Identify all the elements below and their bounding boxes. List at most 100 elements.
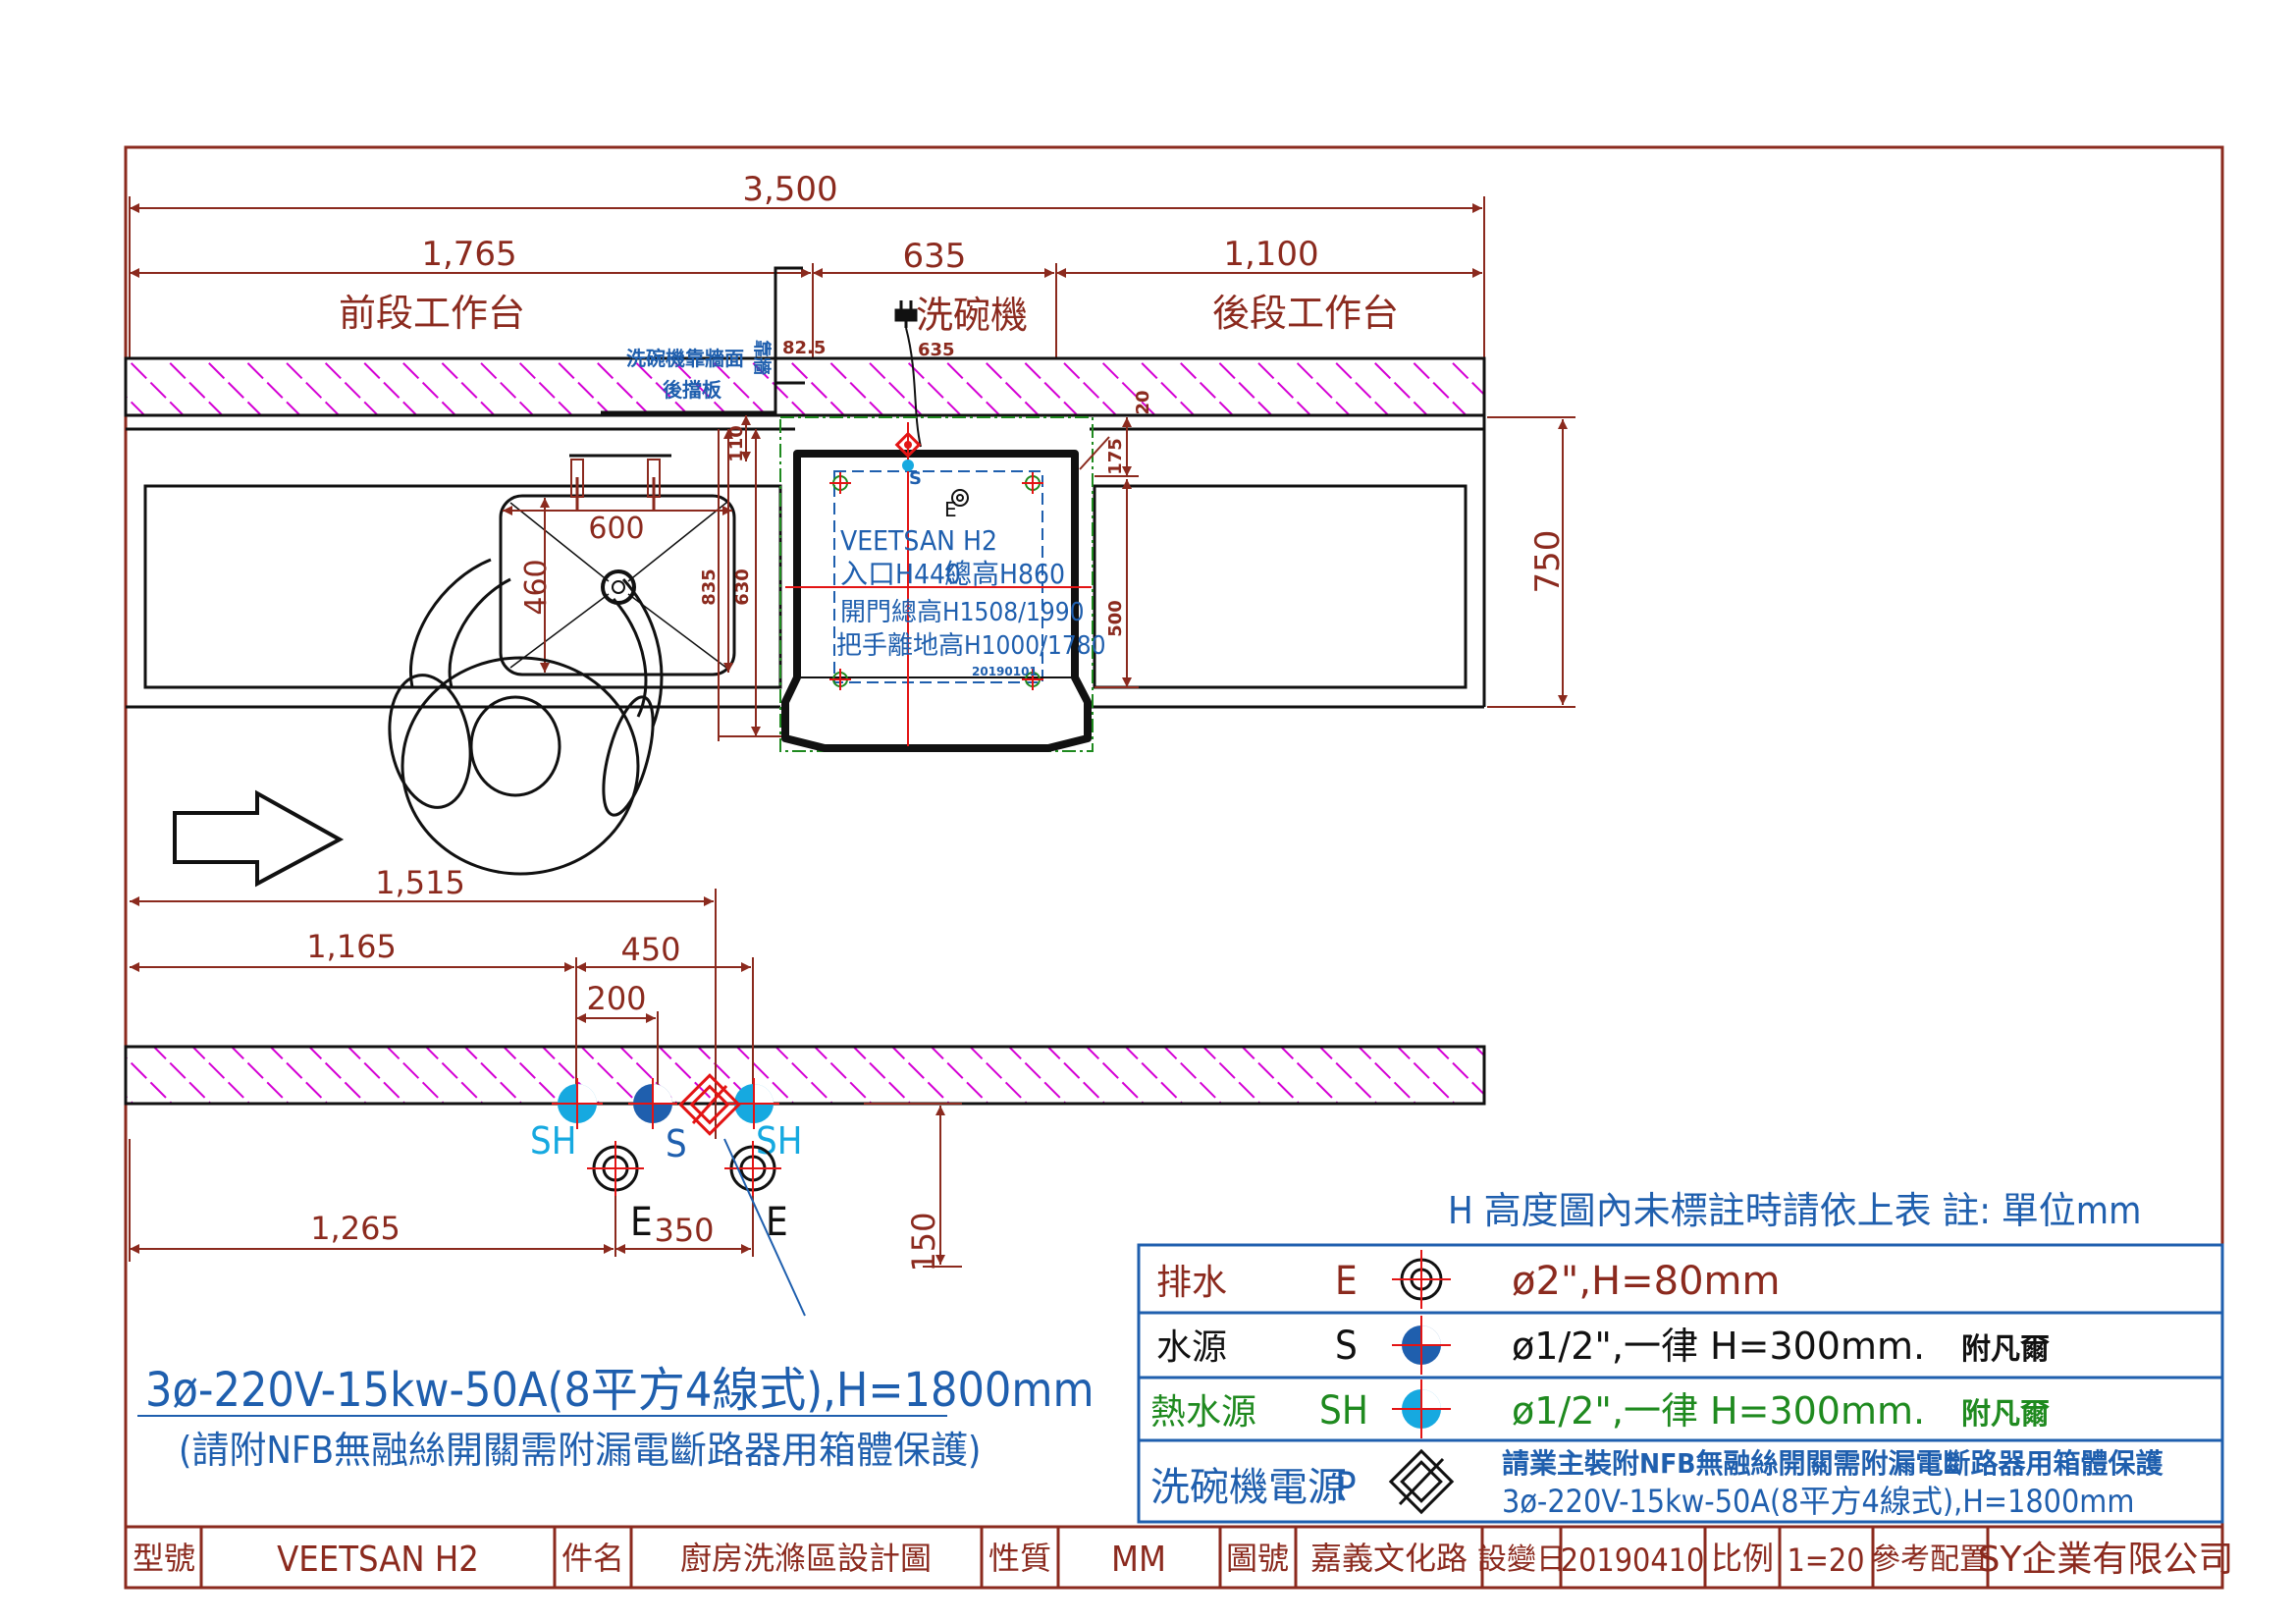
tb-company: SY企業有限公司 <box>1978 1540 2234 1580</box>
s-label: S <box>666 1122 687 1165</box>
backsplash <box>601 266 805 414</box>
dishwasher-feet <box>829 472 1043 690</box>
sh-label-right: SH <box>756 1119 802 1163</box>
dishwasher-inner-outline <box>833 470 1043 683</box>
legend-hot-spec: ø1/2",一律 H=300mm. <box>1512 1389 1925 1433</box>
sink-dimensions <box>503 415 785 741</box>
dishwasher-e-symbol <box>951 489 969 507</box>
dim-450: 450 <box>620 931 680 968</box>
tb-model-label: 型號 <box>133 1540 195 1577</box>
legend-row-power: 洗碗機電源 P 請業主裝附NFB無融絲開關需附漏電斷路器用箱體保護 3ø-220… <box>1150 1447 2163 1520</box>
dim-20: 20 <box>1133 390 1153 414</box>
dishwasher-centerlines <box>785 422 1092 746</box>
tb-date-label: 設變日 <box>1477 1542 1566 1577</box>
dim-110: 110 <box>726 425 747 462</box>
wall-note-2: 後擋板 <box>663 378 722 402</box>
label-front-table: 前段工作台 <box>339 292 525 335</box>
e-symbol-left <box>587 1141 644 1196</box>
legend-drain-spec: ø2",H=80mm <box>1512 1259 1780 1304</box>
legend-power-rating: 3ø-220V-15kw-50A(8平方4線式),H=1800mm <box>1502 1483 2134 1520</box>
tb-part-label: 件名 <box>561 1540 624 1577</box>
power-note-line1: 3ø-220V-15kw-50A(8平方4線式),H=1800mm <box>145 1363 1095 1418</box>
top-dimensions <box>129 196 1485 358</box>
dishwasher-side-dims <box>1079 417 1139 688</box>
sh-symbol-left <box>552 1078 603 1129</box>
tb-nature-label: 性質 <box>988 1540 1051 1577</box>
tb-scale-label: 比例 <box>1711 1540 1774 1577</box>
tb-ref-label: 參考配置 <box>1871 1542 1989 1577</box>
legend-drain-name: 排水 <box>1156 1263 1227 1303</box>
legend-hot-code: SH <box>1319 1388 1368 1434</box>
dim-rear: 1,100 <box>1223 235 1318 274</box>
dim-sink-width: 600 <box>588 512 644 546</box>
dishwasher-p-symbol <box>894 431 922 459</box>
dim-200: 200 <box>586 980 646 1017</box>
wall-note-3: 靠牆 <box>751 340 773 375</box>
person-figure <box>388 558 664 876</box>
p-symbol <box>678 1073 741 1136</box>
wall-note-1: 洗碗機靠牆面 <box>626 347 744 370</box>
tb-part: 廚房洗滌區設計圖 <box>680 1540 932 1577</box>
legend-note: H 高度圖內未標註時請依上表 註: 單位mm <box>1448 1189 2141 1232</box>
label-dishwasher: 洗碗機 <box>916 294 1028 337</box>
counter <box>126 413 1486 709</box>
s-symbol <box>628 1078 677 1129</box>
tb-model: VEETSAN H2 <box>277 1540 479 1580</box>
legend-power-name: 洗碗機電源 <box>1150 1465 1347 1510</box>
legend-row-water: 水源 S ø1/2",一律 H=300mm. 附凡爾 <box>1156 1316 2050 1375</box>
dim-1265: 1,265 <box>310 1210 400 1247</box>
dim-630: 630 <box>732 568 753 606</box>
dim-sink-depth: 460 <box>519 559 554 615</box>
dim-500: 500 <box>1105 600 1126 637</box>
legend-water-valve: 附凡爾 <box>1961 1332 2050 1367</box>
e-label-right: E <box>766 1200 788 1245</box>
e-symbol-right <box>724 1141 781 1196</box>
dim-1165: 1,165 <box>306 928 397 965</box>
power-leader <box>723 1138 806 1317</box>
wall-bottom <box>124 1045 1486 1106</box>
dim-82-5: 82.5 <box>782 338 826 358</box>
machine-total-height: 總高H860 <box>944 558 1065 590</box>
dim-150: 150 <box>905 1212 942 1271</box>
dim-depth: 750 <box>1528 530 1568 594</box>
tb-nature: MM <box>1111 1540 1166 1580</box>
dishwasher-s-label: S <box>909 468 922 489</box>
dishwasher-s-symbol <box>902 460 914 471</box>
tb-dwg-label: 圖號 <box>1226 1540 1289 1577</box>
power-cord <box>905 327 922 448</box>
dishwasher-footprint <box>779 416 1094 752</box>
legend-hot-name: 熱水源 <box>1150 1392 1256 1433</box>
dim-175: 175 <box>1105 438 1126 475</box>
sh-label-left: SH <box>530 1119 576 1163</box>
legend-water-spec: ø1/2",一律 H=300mm. <box>1512 1325 1925 1368</box>
tb-date: 20190410 <box>1561 1542 1705 1579</box>
power-note-line2: (請附NFB無融絲開關需附漏電斷路器用箱體保護) <box>179 1429 981 1472</box>
drawing-frame <box>124 145 2224 1590</box>
sh-symbol-right <box>728 1078 779 1129</box>
direction-arrow <box>173 789 345 888</box>
tb-dwg: 嘉義文化路 <box>1310 1540 1468 1577</box>
legend-drain-code: E <box>1335 1259 1358 1304</box>
dishwasher-body <box>781 450 1092 752</box>
plug-icon <box>894 300 918 328</box>
machine-date: 20190101 <box>972 665 1038 678</box>
legend-row-hot-water: 熱水源 SH ø1/2",一律 H=300mm. 附凡爾 <box>1150 1380 2050 1438</box>
tb-scale: 1=20 <box>1787 1542 1864 1579</box>
dim-1515: 1,515 <box>375 864 465 901</box>
legend-power-code: P <box>1335 1465 1357 1510</box>
label-rear-table: 後段工作台 <box>1212 292 1399 335</box>
title-block-grid <box>126 1525 2222 1588</box>
legend-water-code: S <box>1335 1324 1358 1369</box>
dim-350: 350 <box>654 1212 714 1249</box>
legend-row-drain: 排水 E ø2",H=80mm <box>1156 1250 1780 1309</box>
legend-table-grid <box>1137 1243 2224 1524</box>
dishwasher-e-label: E <box>944 498 957 521</box>
dim-overall: 3,500 <box>742 170 837 209</box>
machine-handle-height: 把手離地高H1000/1780 <box>836 631 1106 661</box>
dim-835: 835 <box>699 568 720 606</box>
dim-front: 1,765 <box>421 235 516 274</box>
wall-top <box>124 356 1486 417</box>
depth-dimension <box>1487 416 1575 708</box>
e-label-left: E <box>630 1200 653 1245</box>
